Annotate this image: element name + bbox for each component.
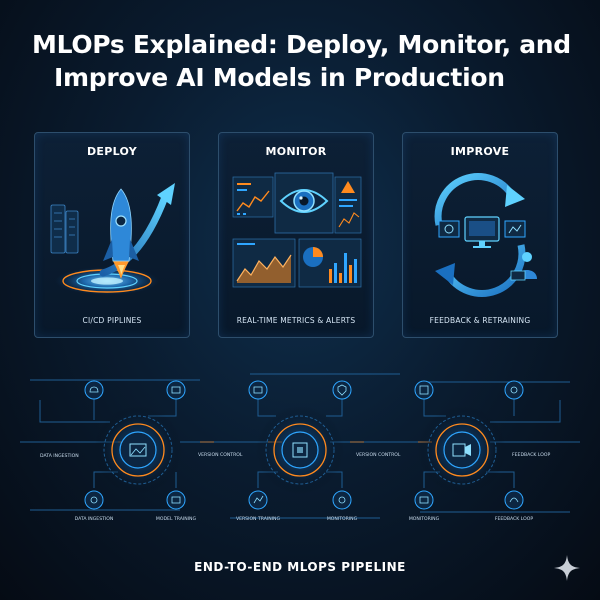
deploy-card: DEPLOY [34, 132, 190, 338]
page-title: MLOPs Explained: Deploy, Monitor, and Im… [32, 28, 592, 94]
improve-card: IMPROVE [402, 132, 558, 338]
pipeline-label-feedback-loop: FEEDBACK LOOP [512, 452, 551, 458]
gear-node-icon [504, 380, 524, 400]
chip-icon [292, 442, 308, 458]
improve-card-title: IMPROVE [450, 145, 510, 158]
growth-arrow-icon [99, 193, 169, 277]
pipeline-label-version-training: VERSION TRAINING [236, 516, 281, 522]
monitoring-node-icon [332, 490, 352, 510]
monitoring-node-icon-2 [414, 490, 434, 510]
engineer-person-icon [510, 252, 537, 281]
pipeline-hub-1 [94, 406, 182, 494]
improve-cycle-illustration [434, 173, 537, 297]
pipeline-hub-2 [256, 406, 344, 494]
version-node-icon [248, 490, 268, 510]
monitor-card: MONITOR [218, 132, 374, 338]
title-line-1: MLOPs Explained: Deploy, Monitor, and [32, 30, 571, 59]
sparkle-icon [554, 555, 580, 581]
alert-icon [341, 181, 355, 193]
rocket-icon [103, 188, 139, 279]
monitor-card-title: MONITOR [265, 145, 327, 158]
pipeline-label-data-ingestion: DATA INGESTION [40, 453, 79, 459]
server-node-icon [414, 380, 434, 400]
cloud-node-icon [84, 380, 104, 400]
code-node-icon [248, 380, 268, 400]
metrics-panel [232, 176, 274, 218]
image-data-icon [129, 443, 147, 457]
pipeline-label-monitoring-2: MONITORING [409, 516, 440, 522]
pipeline-label-monitoring-1: MONITORING [327, 516, 358, 522]
pie-bar-panel [298, 238, 362, 288]
improve-card-caption: FEEDBACK & RETRAINING [429, 316, 531, 325]
ingestion-node-icon [84, 490, 104, 510]
server-rack-icon [50, 204, 79, 254]
pipeline-label-bottom-data-ingestion: DATA INGESTION [75, 516, 114, 522]
refresh-cycle-icon [434, 173, 526, 297]
deploy-card-caption: CI/CD PIPLINES [82, 316, 142, 325]
title-line-2: Improve AI Models in Production [54, 63, 505, 92]
deploy-card-title: DEPLOY [86, 145, 138, 158]
database-node-icon [166, 380, 186, 400]
area-chart-panel [232, 238, 296, 288]
computer-monitor-icon [464, 216, 500, 248]
pipeline-label-model-training: MODEL TRAINING [156, 516, 197, 522]
pipeline-label-version-control-1: VERSION CONTROL [198, 452, 243, 458]
pipeline-hub-3 [418, 406, 506, 494]
model-node-right-icon [504, 220, 526, 238]
training-node-icon [166, 490, 186, 510]
monitor-card-caption: REAL-TIME METRICS & ALERTS [236, 316, 356, 325]
feedback-node-icon [504, 490, 524, 510]
alerts-panel [334, 176, 362, 234]
pipeline-label-version-control-2: VERSION CONTROL [356, 452, 401, 458]
model-node-left-icon [438, 220, 460, 238]
deploy-rocket-illustration [50, 183, 175, 295]
monitor-dashboard-illustration [232, 172, 362, 288]
pipeline-label-bottom-feedback-loop: FEEDBACK LOOP [495, 516, 534, 522]
mlops-pipeline-diagram: DATA INGESTION VERSION CONTROL VERSION C… [20, 373, 580, 522]
pipeline-footer-title: END-TO-END MLOPS PIPELINE [194, 560, 406, 574]
shield-node-icon [332, 380, 352, 400]
eye-monitor-panel [274, 172, 334, 234]
